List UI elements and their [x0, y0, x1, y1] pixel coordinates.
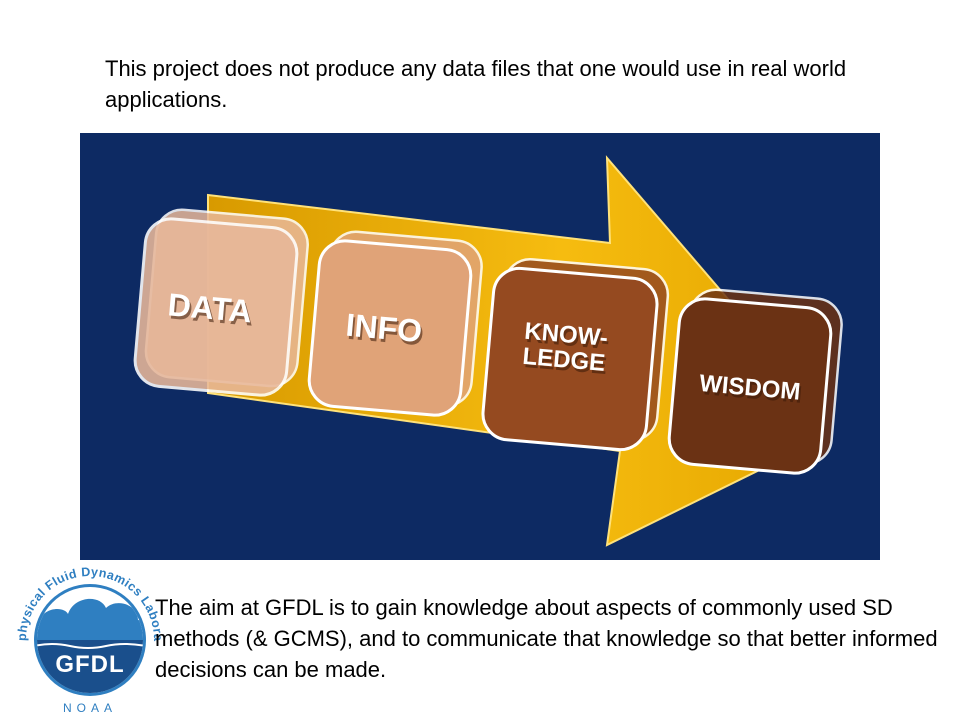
step-label: DATA [166, 286, 253, 329]
step-front-face [307, 239, 473, 417]
cloud-icon [37, 599, 143, 640]
logo-center-text: GFDL [55, 651, 124, 678]
bottom-paragraph: The aim at GFDL is to gain knowledge abo… [155, 595, 938, 682]
step-label-shadow: INFO [346, 310, 425, 353]
step-front-face [667, 297, 833, 475]
logo-bottom-text: NOAA [63, 701, 117, 715]
step-front-face [481, 266, 659, 452]
gfdl-logo-svg: Geophysical Fluid Dynamics Laboratory GF… [4, 548, 165, 715]
step-label: INFO [344, 307, 423, 350]
gfdl-logo: Geophysical Fluid Dynamics Laboratory GF… [4, 548, 174, 718]
step-label-shadow: DATA [168, 289, 255, 332]
top-paragraph: This project does not produce any data f… [105, 56, 847, 112]
step-front-face [133, 217, 299, 397]
